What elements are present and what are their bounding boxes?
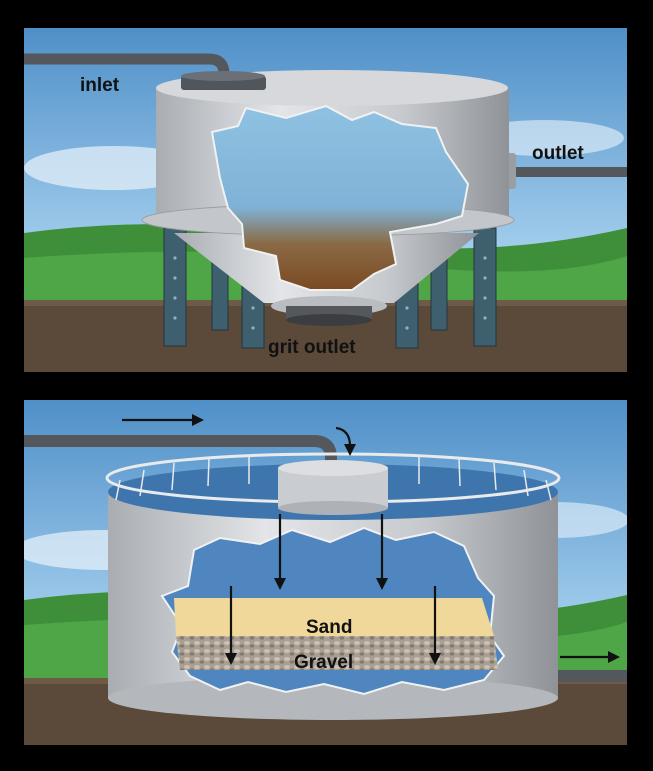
label-grit-outlet: grit outlet [268,337,356,358]
gravel-layer [176,636,498,670]
distributor-top [278,460,388,476]
label-sand: Sand [306,617,352,638]
outlet-pipe [510,167,627,177]
label-inlet: inlet [80,75,120,96]
filter-cutaway [160,526,506,696]
sand-layer [174,598,494,636]
inlet-cap-top [181,71,265,81]
arrow-inlet-head [192,414,204,426]
inlet-pipe [24,435,337,466]
sand-filter-svg: Sand Gravel [24,400,627,745]
railing-posts [115,455,552,501]
distributor-bottom [278,501,388,515]
label-gravel: Gravel [294,652,353,673]
label-outlet: outlet [532,143,584,164]
outlet-pipe [539,670,627,682]
grit-outlet-bottom [286,314,372,326]
sand-filter-illustration: Sand Gravel [24,400,627,745]
clarifier-illustration: inlet outlet grit outlet [24,28,627,372]
clarifier-svg: inlet outlet grit outlet [24,28,627,372]
flow-arrows [122,414,620,665]
cutaway-interior [210,104,470,291]
arrow-curve [335,426,352,447]
arrow-curve-head [344,444,356,456]
